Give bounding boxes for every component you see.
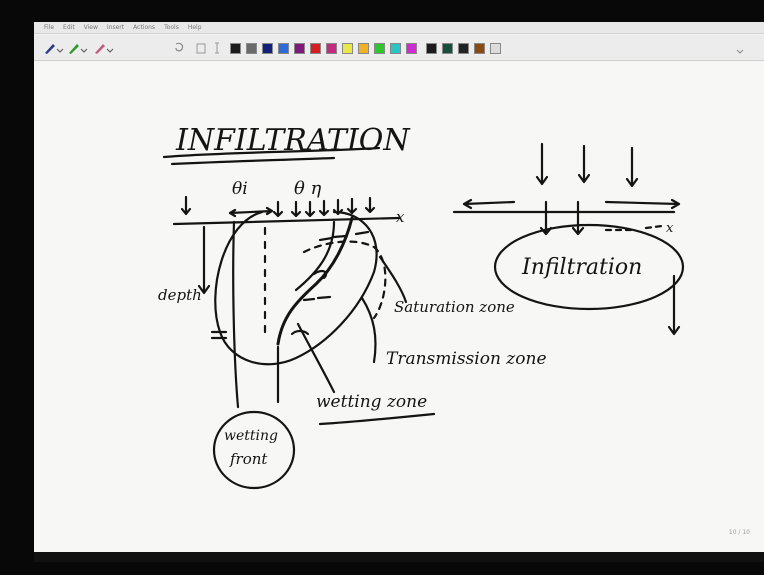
color-swatch-black[interactable] xyxy=(230,43,241,54)
percolation-arrow xyxy=(669,276,679,334)
menu-edit[interactable]: Edit xyxy=(63,25,75,31)
title-underline-2 xyxy=(172,158,334,164)
menu-file[interactable]: File xyxy=(44,25,54,31)
dash-row-2 xyxy=(304,297,330,300)
eraser-tool-icon[interactable] xyxy=(92,41,114,55)
color-swatch-gray[interactable] xyxy=(246,43,257,54)
journal-window: File Edit View Insert Actions Tools Help xyxy=(34,22,764,562)
color-swatch-brown[interactable] xyxy=(474,43,485,54)
front-label: front xyxy=(229,450,268,468)
ink-drawing: INFILTRATION θ η θi x depth Saturation z… xyxy=(34,62,764,552)
wetting-label: wetting xyxy=(224,428,278,444)
x-axis-label: x xyxy=(396,208,405,226)
rain-arrow-1 xyxy=(182,197,190,214)
pen-tool-icon[interactable] xyxy=(42,41,64,55)
rain-arrow-5 xyxy=(320,201,328,215)
dashed-curve xyxy=(304,242,385,318)
text-cursor-icon[interactable] xyxy=(212,41,222,55)
color-swatch-green[interactable] xyxy=(374,43,385,54)
rain-arrow-right-3 xyxy=(627,148,637,186)
rain-arrow-3 xyxy=(292,202,300,216)
color-swatch-cyan[interactable] xyxy=(390,43,401,54)
infiltration-arrow-2 xyxy=(573,202,583,234)
lasso-tool-icon[interactable] xyxy=(172,41,186,55)
menu-help[interactable]: Help xyxy=(188,25,202,31)
menu-actions[interactable]: Actions xyxy=(133,25,155,31)
menu-view[interactable]: View xyxy=(84,25,98,31)
moisture-loop xyxy=(215,212,376,364)
rain-arrow-4 xyxy=(306,202,314,216)
dash-row-3 xyxy=(212,332,226,338)
menu-tools[interactable]: Tools xyxy=(164,25,179,31)
color-swatch-dark-green[interactable] xyxy=(442,43,453,54)
wetting-zone-leader xyxy=(298,324,334,392)
color-swatch-purple[interactable] xyxy=(294,43,305,54)
rain-arrow-8 xyxy=(366,198,374,212)
rain-arrow-right-2 xyxy=(579,146,589,182)
depth-arrow xyxy=(199,227,209,293)
ink-canvas[interactable]: INFILTRATION θ η θi x depth Saturation z… xyxy=(34,62,764,552)
wetting-zone-label: wetting zone xyxy=(316,392,427,412)
color-swatch-pink[interactable] xyxy=(406,43,417,54)
page-indicator: 10 / 10 xyxy=(729,529,750,536)
rain-arrow-right-1 xyxy=(537,144,547,184)
color-swatch-dark[interactable] xyxy=(458,43,469,54)
color-swatch-blue[interactable] xyxy=(278,43,289,54)
wetting-zone-underline xyxy=(320,414,434,424)
theta-eta-text: θ η xyxy=(294,178,322,199)
color-swatch-red[interactable] xyxy=(310,43,321,54)
color-swatch-magenta[interactable] xyxy=(326,43,337,54)
toolbar xyxy=(34,35,764,61)
color-swatch-navy[interactable] xyxy=(262,43,273,54)
tiny-mark xyxy=(292,331,308,334)
infiltration-bubble-label: Infiltration xyxy=(521,255,642,280)
theta-i-text: θi xyxy=(232,179,248,199)
status-strip xyxy=(34,552,764,562)
title-text: INFILTRATION xyxy=(175,123,411,158)
menu-bar: File Edit View Insert Actions Tools Help xyxy=(34,22,764,34)
right-runoff-arrow xyxy=(606,200,679,208)
right-x-label: x xyxy=(666,221,674,236)
rain-arrow-2 xyxy=(274,202,282,216)
theta-i-line xyxy=(233,222,238,407)
highlighter-tool-icon[interactable] xyxy=(66,41,88,55)
color-swatch-yellow[interactable] xyxy=(342,43,353,54)
transmission-leader xyxy=(362,298,376,362)
transmission-zone-label: Transmission zone xyxy=(386,349,547,369)
menu-insert[interactable]: Insert xyxy=(107,25,124,31)
saturation-zone-label: Saturation zone xyxy=(394,298,515,316)
color-swatch-orange[interactable] xyxy=(358,43,369,54)
left-runoff-arrow xyxy=(464,200,514,208)
moisture-profile-2 xyxy=(296,222,334,290)
depth-label: depth xyxy=(158,286,202,304)
toolbar-overflow-icon[interactable] xyxy=(734,41,746,55)
color-swatch-white[interactable] xyxy=(490,43,501,54)
theta-i-arrow xyxy=(230,208,272,216)
insert-space-icon[interactable] xyxy=(194,41,208,55)
rain-arrow-7 xyxy=(348,199,356,213)
color-swatch-black-2[interactable] xyxy=(426,43,437,54)
